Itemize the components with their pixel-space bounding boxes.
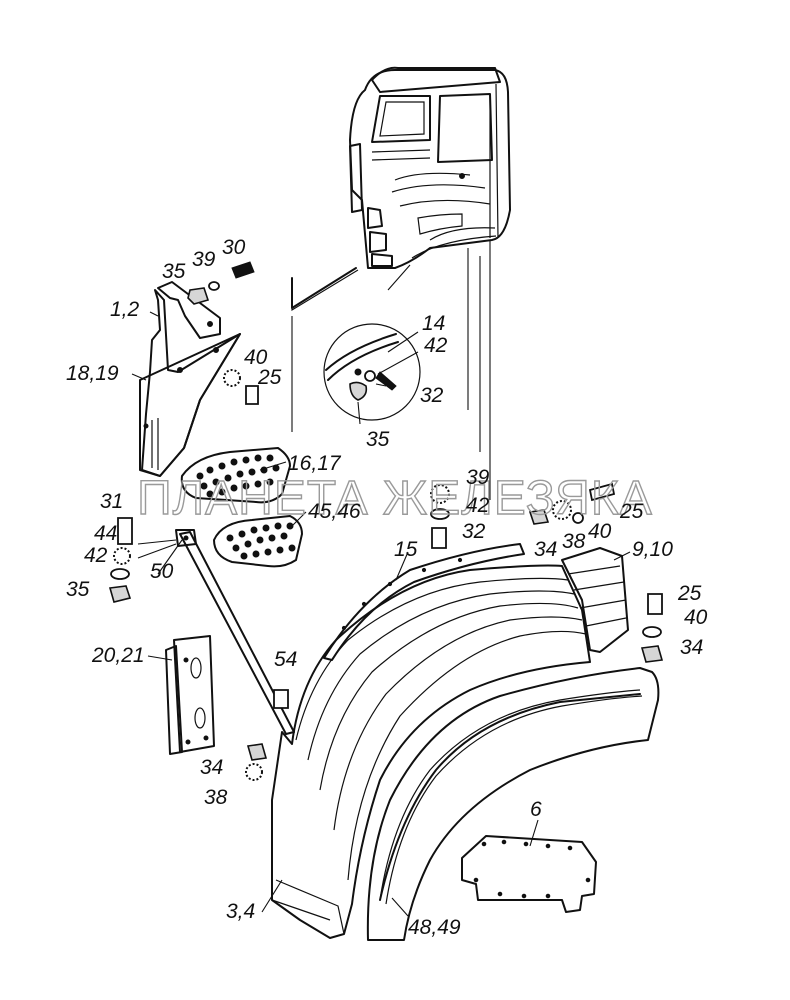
watermark-text: ПЛАНЕТА ЖЕЛЕЗЯКА [137,472,653,525]
label-34: 34 [680,636,703,659]
label-54: 54 [274,648,297,671]
label-30: 30 [222,236,246,259]
label-25: 25 [257,366,282,389]
label-18-19: 18,19 [66,362,119,385]
label-38: 38 [562,530,586,553]
label-42: 42 [424,334,448,357]
label-15: 15 [394,538,418,561]
leader-lines [131,311,631,917]
label-34: 34 [534,538,557,561]
label-25: 25 [619,500,644,523]
label-42: 42 [466,494,490,517]
step-bracket [139,281,241,477]
mounting-bracket [165,635,215,755]
label-6: 6 [530,798,542,821]
fastener-group [108,261,664,781]
label-35: 35 [162,260,186,283]
step-plate-lower [213,515,303,568]
label-34: 34 [200,756,223,779]
label-39: 39 [192,248,216,271]
label-16-17: 16,17 [288,452,342,475]
label-44: 44 [94,522,117,545]
step-plate-upper [180,447,291,504]
label-9-10: 9,10 [632,538,673,561]
label-25: 25 [677,582,702,605]
label-35: 35 [366,428,390,451]
label-50: 50 [150,560,174,583]
label-1-2: 1,2 [110,298,140,321]
fender-cover [366,667,660,941]
label-20-21: 20,21 [91,644,145,667]
mud-flap-plate [461,835,597,913]
label-32: 32 [462,520,486,543]
guide-line [291,240,491,500]
label-39: 39 [466,466,490,489]
truck-cab-drawing [349,66,511,269]
label-40: 40 [244,346,268,369]
main-fender [271,564,591,939]
callout-labels: 30 39 35 1,2 14 42 40 18,19 25 32 35 16,… [66,236,708,939]
fender-extension [561,547,629,653]
label-38: 38 [204,786,228,809]
fender-strip [323,543,525,661]
label-3-4: 3,4 [226,900,255,923]
detail-circle [323,323,421,421]
label-14: 14 [422,312,445,335]
label-40: 40 [684,606,708,629]
label-48-49: 48,49 [408,916,461,939]
label-32: 32 [420,384,444,407]
label-31: 31 [100,490,123,513]
label-35: 35 [66,578,90,601]
label-42: 42 [84,544,108,567]
label-45-46: 45,46 [308,500,361,523]
label-40: 40 [588,520,612,543]
